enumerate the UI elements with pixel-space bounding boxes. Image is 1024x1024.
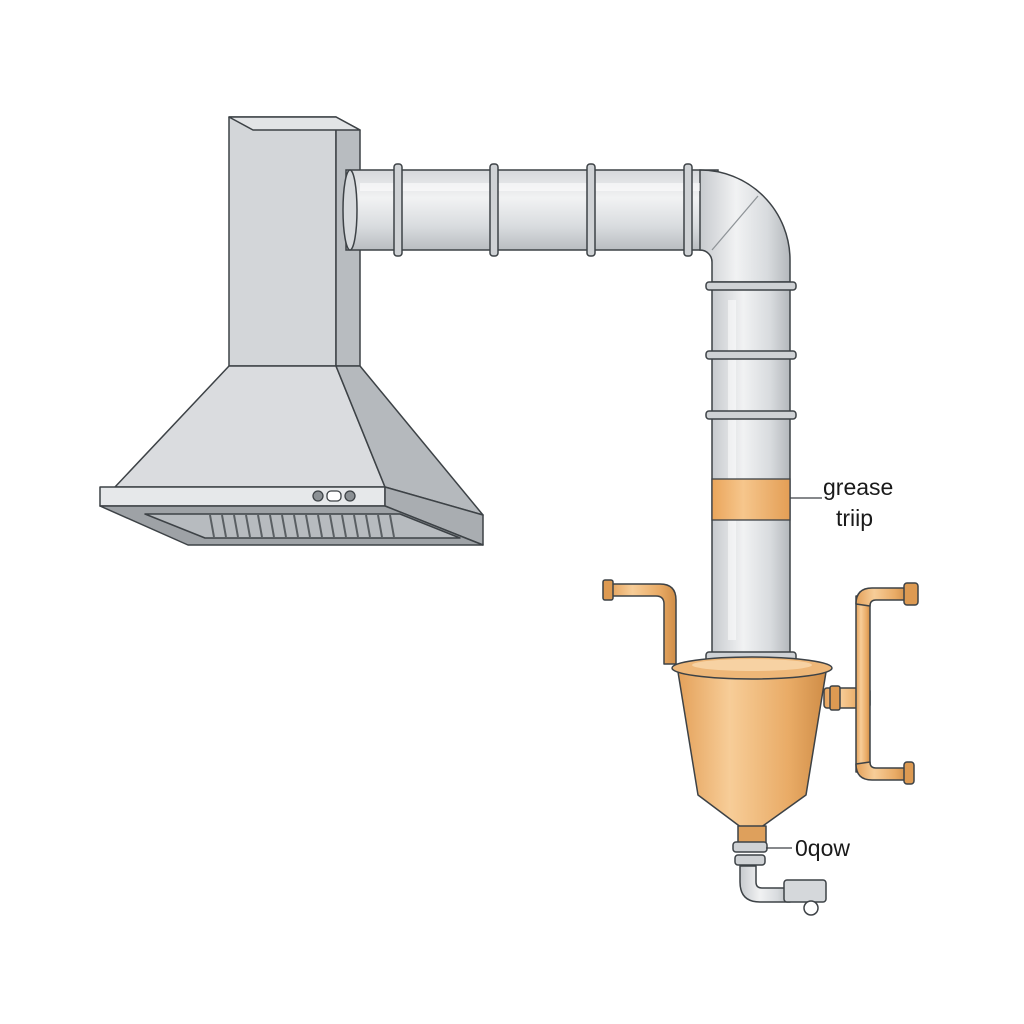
- valve-collar: [732, 841, 768, 853]
- duct-elbow: [699, 169, 791, 291]
- duct-clamp: [683, 163, 693, 257]
- hood-front-rim: [99, 486, 386, 507]
- display-icon: [326, 490, 342, 502]
- duct-vertical: [711, 281, 791, 661]
- exhaust-duct-icon: [342, 169, 791, 661]
- valve-handle: [803, 900, 819, 916]
- duct-clamp: [489, 163, 499, 257]
- valve-elbow: [739, 865, 791, 903]
- grease-trap-label-line1: grease: [823, 474, 893, 500]
- copper-pipe-right-bottom: [855, 761, 909, 781]
- duct-clamp: [705, 281, 797, 291]
- grease-trap-label-line2: triip: [836, 505, 873, 531]
- hood-control-knobs: [312, 490, 356, 502]
- range-hood-icon: [99, 116, 484, 546]
- hood-filter-slats: [209, 514, 395, 538]
- copper-pipe-left: [608, 583, 677, 665]
- valve-collar: [734, 854, 766, 866]
- duct-inlet: [342, 169, 358, 251]
- grease-trap-band: [711, 478, 791, 521]
- knob-icon: [344, 490, 356, 502]
- copper-pipe-right-vertical: [855, 595, 871, 773]
- duct-clamp: [705, 410, 797, 420]
- duct-clamps: [393, 163, 797, 663]
- valve-body: [783, 879, 827, 903]
- grease-trap-icon: [602, 579, 919, 845]
- duct-clamp: [393, 163, 403, 257]
- trap-funnel: [677, 671, 827, 829]
- copper-pipe-right-top: [855, 587, 909, 607]
- hood-chimney-front: [228, 116, 337, 367]
- drain-valve-icon: [732, 841, 827, 916]
- duct-clamp: [586, 163, 596, 257]
- outlet-label: 0qow: [795, 835, 850, 861]
- knob-icon: [312, 490, 324, 502]
- duct-clamp: [705, 350, 797, 360]
- hood-chimney-top: [228, 116, 361, 131]
